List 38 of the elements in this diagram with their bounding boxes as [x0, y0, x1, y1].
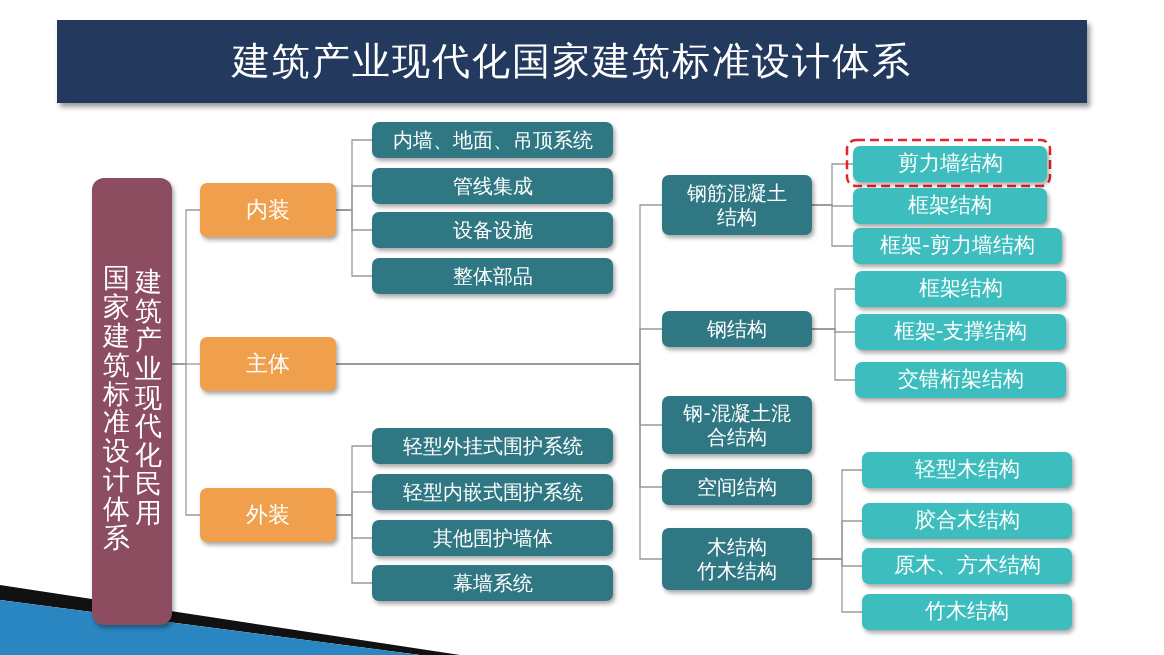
structure-box: 框架结构 — [855, 271, 1066, 307]
structure-box: 轻型木结构 — [862, 452, 1072, 488]
category-box: 主体 — [200, 337, 336, 391]
structure-box: 剪力墙结构 — [853, 146, 1047, 182]
system-box: 内墙、地面、吊顶系统 — [372, 122, 613, 158]
category-box: 内装 — [200, 183, 336, 237]
box-label: 木结构 — [707, 535, 767, 559]
system-box: 轻型内嵌式围护系统 — [372, 474, 613, 510]
vertical-title-text: 建筑产业现代化民用 — [134, 268, 162, 528]
connector-line — [171, 363, 201, 516]
system-box: 钢结构 — [662, 311, 812, 347]
structure-box: 原木、方木结构 — [862, 548, 1072, 584]
system-box: 设备设施 — [372, 212, 613, 248]
root-box — [92, 178, 172, 625]
connector-line — [811, 204, 854, 247]
category-box: 外装 — [200, 488, 336, 542]
system-box: 轻型外挂式围护系统 — [372, 428, 613, 464]
structure-box: 交错桁架结构 — [855, 362, 1066, 398]
system-box: 其他围护墙体 — [372, 520, 613, 556]
structure-box: 框架-支撑结构 — [855, 314, 1066, 350]
structure-box: 框架-剪力墙结构 — [853, 228, 1062, 264]
structure-box: 胶合木结构 — [862, 503, 1072, 539]
connector-line — [811, 328, 856, 381]
system-box: 钢筋混凝土结构 — [662, 175, 812, 235]
system-box: 幕墙系统 — [372, 565, 613, 601]
title-banner: 建筑产业现代化国家建筑标准设计体系 — [57, 20, 1087, 103]
system-box: 管线集成 — [372, 168, 613, 204]
connector-line — [335, 209, 373, 277]
box-label: 竹木结构 — [697, 559, 777, 583]
structure-box: 竹木结构 — [862, 594, 1072, 630]
system-box: 空间结构 — [662, 469, 812, 505]
system-box: 钢-混凝土混合结构 — [662, 396, 812, 454]
connector-line — [335, 514, 373, 584]
system-box — [662, 528, 812, 590]
structure-box: 框架结构 — [853, 188, 1047, 224]
connector-line — [811, 558, 863, 613]
system-box: 整体部品 — [372, 258, 613, 294]
vertical-title-text: 国家建筑标准设计体系 — [102, 264, 130, 553]
